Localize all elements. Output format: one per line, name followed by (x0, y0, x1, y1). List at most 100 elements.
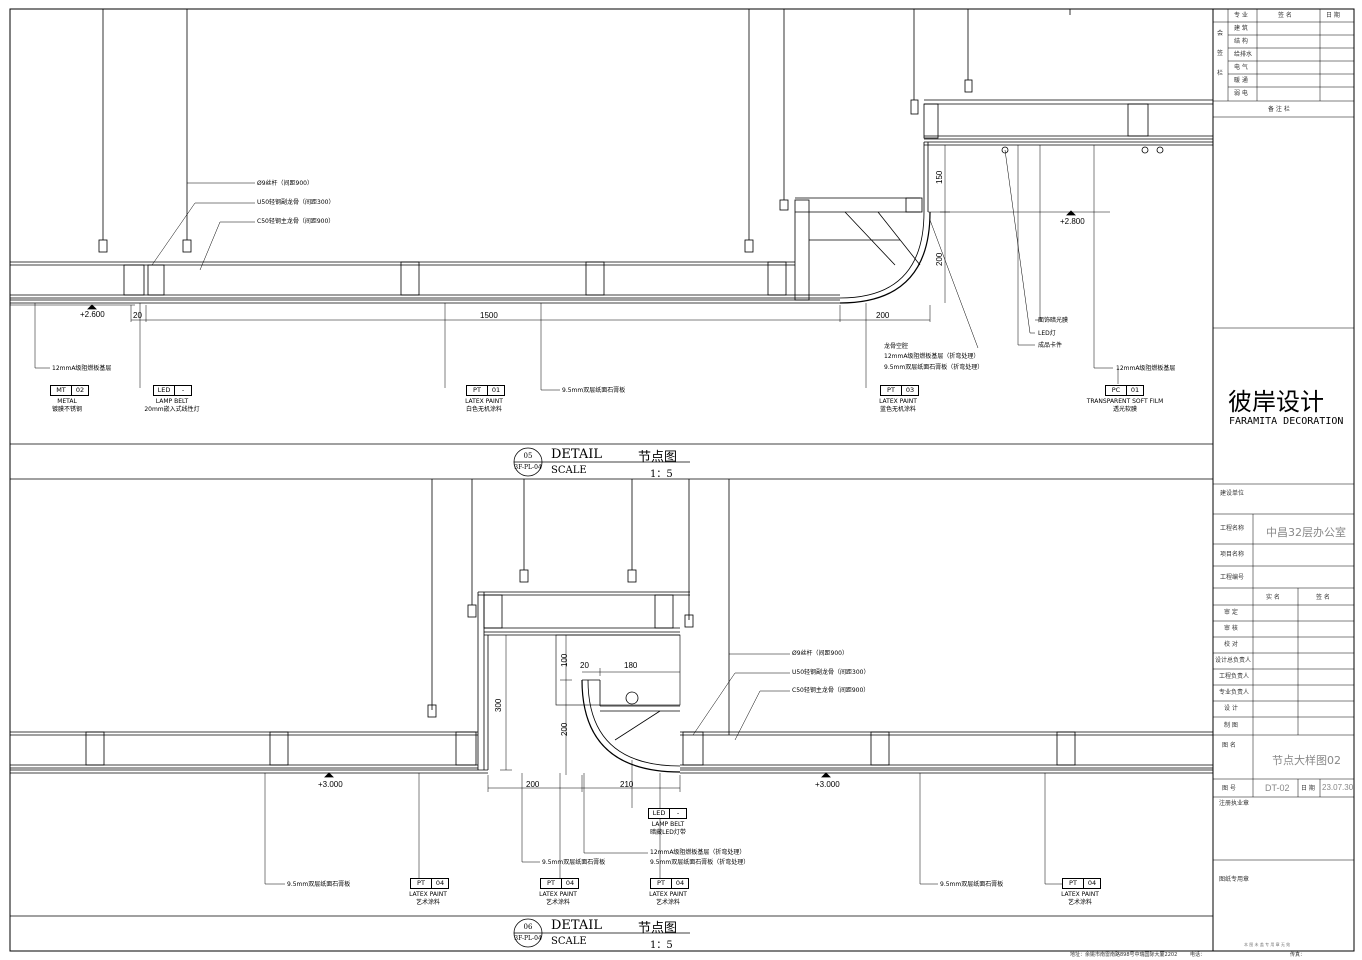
callout-bent-fire-board: 12mmA级阻燃板基层（折弯处理） (884, 353, 980, 360)
client-label: 建设单位 (1220, 490, 1245, 497)
registered-seal-label: 注册执业章 (1219, 800, 1250, 807)
role-label: 审 定 (1224, 609, 1238, 616)
scale-value: 1：5 (650, 469, 673, 480)
drawing-name-label: 图 名 (1222, 742, 1236, 749)
callout-gypsum-board: 9.5mm双层纸面石膏板 (562, 387, 626, 394)
role-label: 校 对 (1224, 641, 1238, 648)
remarks-label: 备 注 栏 (1268, 106, 1290, 113)
project-name: 中昌32层办公室 (1266, 526, 1346, 539)
discipline: 给排水 (1234, 51, 1253, 58)
sign-header-date: 日 期 (1326, 12, 1340, 19)
callout-led: LED灯 (1038, 330, 1056, 337)
detail-title-cn: 节点图 (638, 921, 678, 936)
level-mark: +3.000 (815, 780, 840, 789)
role-label: 制 图 (1224, 722, 1238, 729)
callout-main-keel: C50轻钢主龙骨（间距900） (792, 687, 870, 694)
role-label: 设 计 (1224, 705, 1238, 712)
tag-cn: 艺术涂料 (545, 899, 570, 906)
detail-number: 05 (523, 452, 533, 460)
sheet-reference: 3F-PL-04 (514, 935, 542, 942)
side-label: 会 (1217, 30, 1224, 37)
drawing-no-label: 图 号 (1222, 785, 1236, 792)
name-header: 实 名 (1266, 594, 1280, 601)
discipline: 电 气 (1234, 64, 1248, 71)
tag-cn: 镀膜不锈钢 (51, 406, 82, 413)
dimension: 1500 (480, 311, 498, 320)
dimension: 200 (526, 780, 540, 789)
dimension: 210 (620, 780, 634, 789)
dimension: 200 (876, 311, 890, 320)
scale-value: 1：5 (650, 940, 673, 951)
tag-en: LATEX PAINT (879, 398, 917, 405)
callout-film: 面饰暗光膜 (1038, 317, 1069, 324)
callout-fire-board-right: 12mmA级阻燃板基层 (1116, 365, 1176, 372)
side-label: 签 (1217, 50, 1224, 57)
drawing-no: DT-02 (1265, 783, 1290, 793)
level-mark: +2.800 (1060, 217, 1085, 226)
company-name-en: FARAMITA DECORATION (1229, 416, 1344, 427)
tag-cn: 蓝色无机涂料 (879, 406, 916, 413)
discipline: 结 构 (1234, 38, 1248, 45)
callout-gypsum-board: 9.5mm双层纸面石膏板 (287, 881, 351, 888)
tag-cn: 白色无机涂料 (465, 406, 502, 413)
scale-label: SCALE (551, 465, 587, 476)
date-value: 23.07.30 (1322, 783, 1354, 792)
sign-header-discipline: 专 业 (1234, 12, 1248, 19)
callout-secondary-keel: U50轻钢副龙骨（间距300） (257, 199, 335, 206)
detail-number: 06 (523, 923, 533, 931)
dimension: 300 (494, 698, 503, 712)
callout-gypsum-board: 9.5mm双层纸面石膏板 (940, 881, 1004, 888)
project-label: 工程名称 (1220, 525, 1245, 532)
side-label: 栏 (1217, 70, 1224, 77)
tag-cn: 艺术涂料 (415, 899, 440, 906)
detail-title: DETAIL (551, 447, 603, 462)
callout-threaded-rod: Ø9丝杆（间距900） (257, 180, 313, 187)
level-mark: +2.600 (80, 310, 105, 319)
callout-fire-board: 12mmA级阻燃板基层 (52, 365, 112, 372)
role-label: 专业负责人 (1219, 689, 1250, 696)
tag-cn: 艺术涂料 (1067, 899, 1092, 906)
footer-address: 地址：余姚市南雷南路898号中瑞国际大厦2202 (1070, 952, 1178, 958)
callout-bent-gypsum: 9.5mm双层纸面石膏板（折弯处理） (884, 364, 984, 371)
validity-note: 本 图 未 盖 专 用 章 无 效 (1244, 942, 1291, 947)
tag-en: LATEX PAINT (649, 891, 687, 898)
discipline: 建 筑 (1234, 25, 1248, 32)
role-label: 工程负责人 (1219, 673, 1250, 680)
dimension: 100 (560, 653, 569, 667)
dimension: 180 (624, 661, 638, 670)
sign-header-signature: 签 名 (1278, 12, 1292, 19)
detail-title: DETAIL (551, 918, 603, 933)
dimension: 20 (580, 661, 589, 670)
callout-clip: 成品卡件 (1038, 342, 1063, 349)
footer-tel: 电话： (1190, 952, 1206, 958)
date-label: 日 期 (1301, 785, 1315, 792)
tag-en: LATEX PAINT (1061, 891, 1099, 898)
scale-label: SCALE (551, 936, 587, 947)
discipline: 暖 通 (1234, 77, 1248, 84)
drawing-name: 节点大样图02 (1272, 754, 1341, 767)
role-label: 审 核 (1224, 625, 1238, 632)
tag-en: METAL (57, 398, 77, 405)
tag-en: LAMP BELT (155, 398, 189, 405)
tag-en: LATEX PAINT (409, 891, 447, 898)
dimension: 200 (935, 252, 944, 266)
tag-en: LATEX PAINT (539, 891, 577, 898)
tag-en: LAMP BELT (651, 821, 685, 828)
level-mark: +3.000 (318, 780, 343, 789)
tag-en: LATEX PAINT (465, 398, 503, 405)
dimension: 150 (935, 170, 944, 184)
material-tag: LED- (648, 808, 687, 819)
discipline: 弱 电 (1234, 90, 1248, 97)
role-label: 设计总负责人 (1215, 657, 1252, 664)
sheet-reference: 3F-PL-04 (514, 464, 542, 471)
tag-cn: 暗藏LED灯带 (650, 829, 686, 836)
detail-title-cn: 节点图 (638, 450, 678, 465)
callout-main-keel: C50轻钢主龙骨（间距900） (257, 218, 335, 225)
callout-bent-gypsum: 9.5mm双层纸面石膏板（折弯处理） (650, 859, 750, 866)
